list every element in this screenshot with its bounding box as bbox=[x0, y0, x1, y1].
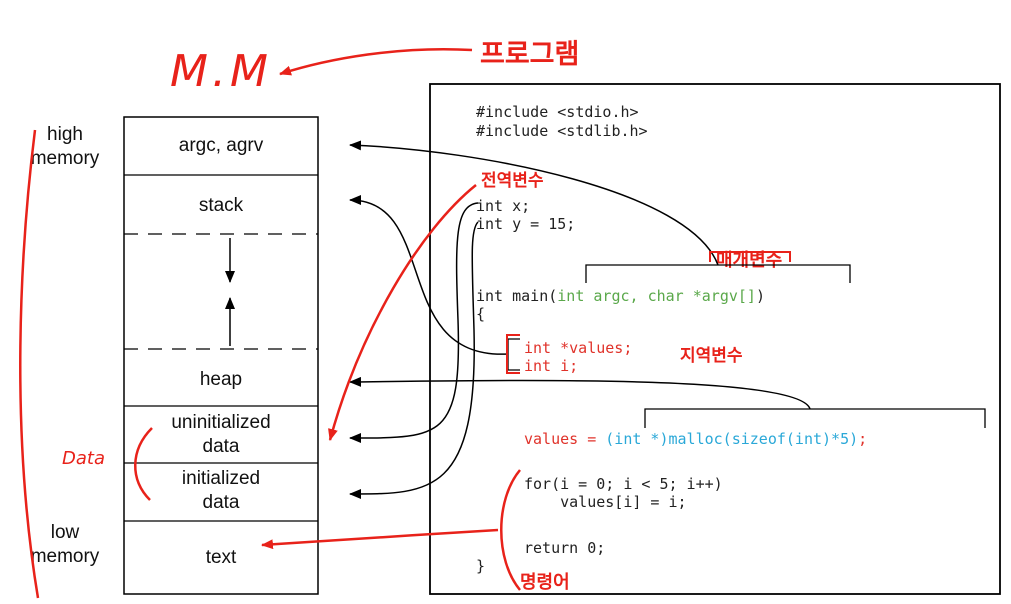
code-values-decl: int *values; bbox=[524, 339, 633, 357]
code-return: return 0; bbox=[524, 539, 606, 557]
segment-uninitialized-data: uninitialized data bbox=[171, 412, 271, 457]
code-include-stdio: #include <stdio.h> bbox=[476, 103, 639, 121]
annotation-program: 프로그램 bbox=[480, 39, 580, 70]
annotation-mm: M.M bbox=[170, 46, 272, 97]
annotation-memory-bracket bbox=[19, 129, 40, 599]
annotation-parameter-variable: 매개변수 bbox=[716, 250, 783, 271]
segment-text: text bbox=[205, 547, 237, 568]
annotation-text-arrow bbox=[261, 528, 499, 550]
code-main-signature: int main(int argc, char *argv[]) bbox=[476, 287, 765, 305]
annotation-data: Data bbox=[62, 448, 105, 469]
code-malloc-call: (int *)malloc(sizeof(int)*5) bbox=[605, 430, 859, 448]
segment-args: argc, agrv bbox=[178, 134, 264, 156]
memory-column bbox=[123, 116, 319, 595]
annotation-mm-arrow bbox=[279, 47, 473, 76]
int-x-arrow bbox=[349, 202, 479, 444]
annotation-global-arrow bbox=[328, 184, 477, 441]
annotation-param-bracket bbox=[709, 251, 791, 262]
high-memory-label: high memory bbox=[30, 124, 100, 169]
annotation-local-variable: 지역변수 bbox=[680, 346, 743, 366]
stack-arrow bbox=[349, 195, 509, 355]
segment-initialized-data: initialized data bbox=[181, 468, 261, 513]
code-close-brace: } bbox=[476, 557, 486, 575]
low-memory-label: low memory bbox=[30, 522, 100, 567]
annotation-code-bracket bbox=[500, 469, 521, 591]
annotation-data-bracket bbox=[134, 427, 153, 501]
code-int-x: int x; bbox=[476, 197, 531, 215]
code-open-brace: { bbox=[476, 305, 486, 323]
code-include-stdlib: #include <stdlib.h> bbox=[476, 122, 648, 140]
code-int-y: int y = 15; bbox=[476, 215, 576, 233]
heap-arrow bbox=[349, 376, 811, 410]
segment-heap: heap bbox=[199, 369, 243, 390]
args-arrow bbox=[349, 140, 719, 266]
code-assignment: values[i] = i; bbox=[524, 493, 687, 511]
annotation-local-bracket bbox=[506, 334, 520, 374]
int-y-arrow bbox=[349, 221, 479, 500]
annotation-global-variable: 전역변수 bbox=[481, 171, 544, 191]
code-for-loop: for(i = 0; i < 5; i++) bbox=[524, 475, 723, 493]
annotation-instruction: 명령어 bbox=[520, 572, 570, 593]
code-main-params: int argc, char *argv[] bbox=[557, 287, 756, 305]
malloc-bracket bbox=[644, 408, 986, 428]
code-i-decl: int i; bbox=[524, 357, 579, 375]
params-bracket bbox=[585, 264, 851, 283]
segment-stack: stack bbox=[198, 195, 244, 216]
code-malloc-line: values = (int *)malloc(sizeof(int)*5); bbox=[524, 430, 868, 448]
locals-bracket bbox=[507, 338, 520, 371]
code-box bbox=[429, 83, 1001, 595]
